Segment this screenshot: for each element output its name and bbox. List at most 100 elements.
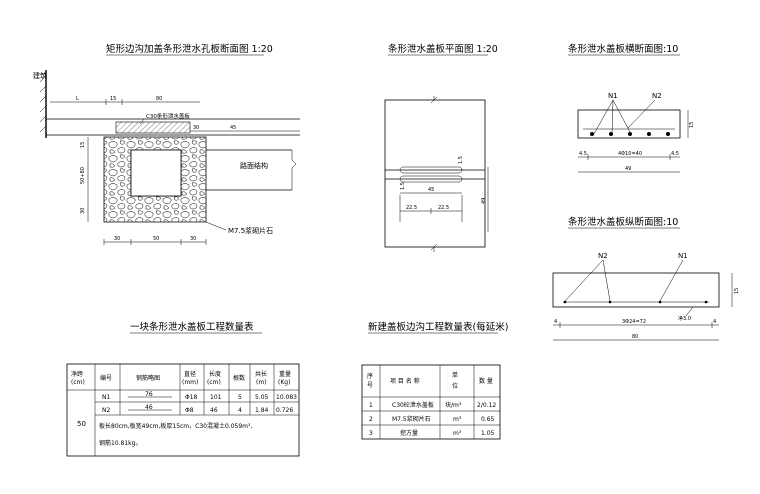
drawing1-title: 矩形边沟加盖条形泄水孔板断面图 1:20 — [106, 43, 273, 55]
t1-r1-len: 101 — [210, 394, 222, 401]
label-n2-cross: N2 — [652, 92, 662, 100]
t1-r1-count: 5 — [238, 394, 242, 401]
drawing2-title: 条形泄水盖板平面图 1:20 — [388, 43, 498, 55]
slab-label: C30条形泄水盖板 — [146, 112, 190, 120]
t1-r2-total: 1.84 — [255, 407, 269, 414]
dim-left-mid: 50+80 — [80, 167, 86, 184]
t2-r2-qty: 0.65 — [481, 416, 495, 423]
t1-h-sketch: 钢筋略图 — [136, 374, 160, 382]
svg-text:(Kg): (Kg) — [278, 379, 290, 386]
drawing3-title: 条形泄水盖板横断面图:10 — [568, 43, 678, 55]
quantity-table-1: 一块条形泄水盖板工程数量表 净跨 (cm) 编号 钢筋略图 直径 (mm) 长度… — [66, 321, 300, 457]
label-n1-long: N1 — [678, 252, 688, 260]
plan-drawing-2: 条形泄水盖板平面图 1:20 45 22.5 22.5 49 1.5 1.5 — [384, 43, 498, 252]
t1-h-len: 长度 — [209, 370, 221, 378]
t1-h-count: 根数 — [233, 374, 245, 382]
dim-right-long: 4 — [713, 319, 716, 325]
svg-text:(mm): (mm) — [182, 379, 198, 386]
svg-text:(m): (m) — [256, 379, 267, 386]
dim-mid-long: 3Φ24=72 — [622, 319, 646, 325]
dim-left-bot: 30 — [80, 208, 86, 214]
t2-r2-no: 2 — [369, 416, 373, 423]
dim-h49: 49 — [481, 198, 487, 204]
t2-r1-no: 1 — [369, 402, 373, 409]
dim-30: 30 — [193, 125, 199, 131]
long-section-outline — [552, 272, 720, 308]
dim-bot-mid: 50 — [153, 236, 159, 242]
plan-outline — [384, 99, 486, 248]
t1-r2-weight: 0.726 — [276, 407, 293, 414]
building-label: 建筑 — [33, 71, 47, 80]
t2-r2-name: M7.5浆砌片石 — [392, 415, 431, 423]
longitudinal-drawing-4: 条形泄水盖板纵断面图:10 N2 N1 15 净3.0 4 3Φ24=72 4 … — [552, 216, 740, 341]
t2-r1-unit: 块/m³ — [445, 401, 462, 409]
dim-mid-cross: 4Φ10=40 — [618, 151, 642, 157]
dim-gap-b: 1.5 — [400, 182, 406, 190]
t1-r1-sketch: 76 — [145, 391, 153, 398]
t1-r2-sketch: 46 — [145, 404, 153, 411]
t1-h-span: 净跨 — [71, 370, 83, 378]
t1-r1-weight: 10.083 — [276, 394, 297, 401]
t2-r1-qty: 2/0.12 — [477, 402, 496, 409]
svg-text:(cm): (cm) — [207, 379, 221, 386]
t1-h-dia: 直径 — [184, 370, 196, 378]
t2-r2-unit: m³ — [453, 416, 462, 423]
dim-left-cross: 4.5 — [579, 151, 587, 157]
t2-r3-name: 挖方量 — [400, 429, 418, 437]
dim-w225a: 22.5 — [406, 205, 417, 211]
dim-45: 45 — [230, 125, 236, 131]
dim-bot-left: 30 — [114, 236, 120, 242]
t1-r1-dia: Φ18 — [185, 394, 198, 401]
dim-left-long: 4 — [554, 319, 557, 325]
t1-note1: 板长80cm,板宽49cm,板厚15cm，C30混凝土0.059m³, — [99, 422, 252, 430]
quantity-table-2: 新建盖板边沟工程数量表(每延米) 序 号 项 目 名 称 单 位 数 量 1 C… — [361, 321, 508, 440]
t1-r2-dia: Φ8 — [185, 407, 194, 414]
dim-total-long: 80 — [632, 334, 638, 340]
drawing4-title: 条形泄水盖板纵断面图:10 — [568, 216, 678, 228]
svg-text:(cm): (cm) — [71, 379, 85, 386]
t1-h-id: 编号 — [100, 374, 112, 382]
dim-L: L — [76, 96, 79, 102]
dim-bot-right: 30 — [190, 236, 196, 242]
table2-title: 新建盖板边沟工程数量表(每延米) — [368, 321, 508, 333]
cover-slab — [115, 121, 191, 134]
t2-h-qty: 数 量 — [479, 377, 493, 385]
dim-15: 15 — [110, 96, 116, 102]
masonry-label: M7.5浆砌片石 — [228, 226, 273, 235]
ditch-channel — [130, 149, 182, 197]
long-rebar-dots — [563, 300, 708, 304]
drain-slot-top — [399, 166, 463, 174]
t1-h-weight: 重量 — [279, 370, 291, 378]
t2-r1-name: C30砼泄水盖板 — [392, 401, 434, 409]
t1-h-total: 共长 — [255, 370, 267, 378]
dim-gap-a: 1.5 — [458, 156, 464, 164]
svg-text:位: 位 — [452, 382, 458, 390]
t2-r3-no: 3 — [369, 430, 373, 437]
label-n2-long: N2 — [598, 252, 608, 260]
t1-r2-len: 46 — [210, 407, 218, 414]
table1-title: 一块条形泄水盖板工程数量表 — [130, 321, 254, 333]
rebar-dots — [590, 132, 670, 136]
wall-hatch — [39, 75, 47, 133]
dim-w225b: 22.5 — [438, 205, 449, 211]
road-label: 路面结构 — [240, 161, 268, 170]
dim-h15-long: 15 — [734, 288, 740, 294]
cross-section-drawing-3: 条形泄水盖板横断面图:10 N1 N2 15 4.5 4Φ10=40 4.5 4… — [568, 43, 695, 173]
label-n1-cross: N1 — [608, 92, 618, 100]
t1-r2-id: N2 — [102, 407, 110, 414]
dim-left-top: 15 — [80, 142, 86, 148]
dim-w45: 45 — [428, 187, 434, 193]
section-drawing-1: 矩形边沟加盖条形泄水孔板断面图 1:20 建筑 L 15 80 C30条形泄水盖… — [33, 43, 300, 245]
svg-text:号: 号 — [367, 382, 373, 389]
cover-label: 净3.0 — [678, 315, 691, 322]
t2-r3-qty: 1.05 — [481, 430, 495, 437]
t2-h-name: 项 目 名 称 — [390, 377, 420, 385]
dim-total-cross: 49 — [625, 166, 631, 172]
t1-r1-id: N1 — [102, 394, 110, 401]
drain-slot-bottom — [399, 175, 463, 183]
t2-h-no: 序 — [367, 372, 373, 380]
t2-r3-unit: m³ — [453, 430, 462, 437]
t2-h-unit: 单 — [452, 371, 458, 379]
t1-span: 50 — [77, 420, 86, 428]
